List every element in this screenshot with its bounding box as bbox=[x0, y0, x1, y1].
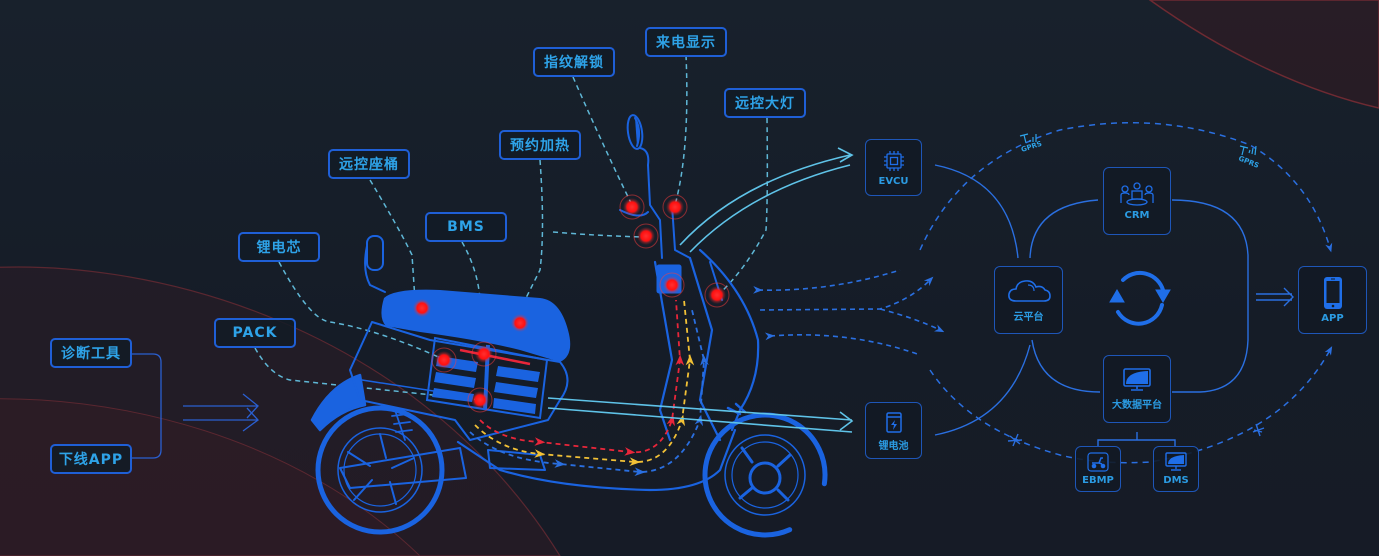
network-ring bbox=[934, 164, 1294, 446]
node-ebmp: EBMP bbox=[1075, 446, 1121, 492]
node-crm-label: CRM bbox=[1124, 210, 1150, 221]
label-offline-app: 下线APP bbox=[50, 444, 132, 474]
node-cloud-label: 云平台 bbox=[1013, 312, 1044, 323]
label-lithium-cell: 锂电芯 bbox=[238, 232, 320, 262]
leader-lines bbox=[254, 54, 769, 401]
satellite-icon bbox=[1007, 423, 1265, 447]
monitor-icon bbox=[1165, 452, 1187, 471]
label-bms: BMS bbox=[425, 212, 507, 242]
label-remote-headlight: 远控大灯 bbox=[724, 88, 806, 118]
team-meeting-icon bbox=[1120, 182, 1154, 206]
scooter-illustration bbox=[310, 114, 828, 538]
sync-cycle-icon bbox=[1109, 270, 1171, 326]
smartphone-icon bbox=[1323, 277, 1342, 309]
cloud-link-arrows bbox=[753, 269, 945, 356]
diagnostic-connector bbox=[132, 353, 259, 459]
node-ebmp-label: EBMP bbox=[1082, 475, 1114, 486]
chip-icon bbox=[883, 150, 904, 171]
node-app: APP bbox=[1298, 266, 1367, 334]
node-battery-label: 锂电池 bbox=[878, 440, 909, 452]
monitor-icon bbox=[1123, 368, 1151, 391]
uplink-arrows bbox=[547, 147, 854, 433]
node-evcu: EVCU bbox=[865, 139, 922, 196]
antenna-signal-icon bbox=[1019, 133, 1257, 156]
sensor-points bbox=[413, 194, 730, 413]
data-flow-paths bbox=[469, 299, 709, 477]
gprs-ring bbox=[919, 121, 1333, 464]
label-diagnostic-tool: 诊断工具 bbox=[50, 338, 132, 368]
label-pack: PACK bbox=[214, 318, 296, 348]
node-app-label: APP bbox=[1321, 313, 1344, 324]
gprs-label-right: GPRS bbox=[1237, 154, 1260, 169]
battery-bolt-icon bbox=[885, 411, 902, 433]
label-remote-seat: 远控座桶 bbox=[328, 149, 410, 179]
node-crm: CRM bbox=[1103, 167, 1171, 235]
node-dms: DMS bbox=[1153, 446, 1199, 492]
node-evcu-label: EVCU bbox=[878, 175, 909, 187]
label-fingerprint-unlock: 指纹解锁 bbox=[533, 47, 615, 77]
node-bigdata-label: 大数据平台 bbox=[1112, 400, 1162, 411]
node-lithium-battery: 锂电池 bbox=[865, 402, 922, 459]
gprs-label-left: GPRS bbox=[1020, 140, 1043, 154]
label-preheat: 预约加热 bbox=[499, 130, 581, 160]
node-big-data-platform: 大数据平台 bbox=[1103, 355, 1171, 423]
node-dms-label: DMS bbox=[1163, 475, 1189, 486]
cloud-icon bbox=[1007, 280, 1051, 302]
scooter-icon bbox=[1087, 452, 1109, 472]
label-call-display: 来电显示 bbox=[645, 27, 727, 57]
node-cloud-platform: 云平台 bbox=[994, 266, 1063, 334]
